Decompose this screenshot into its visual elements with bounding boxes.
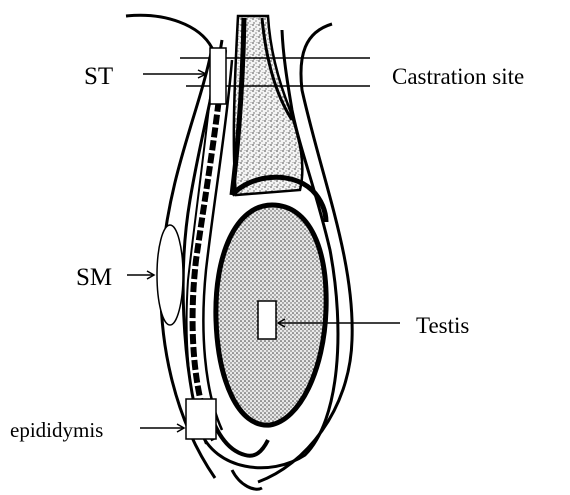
sm-leader: [127, 271, 154, 279]
label-st: ST: [84, 63, 113, 90]
st-leader: [143, 58, 210, 86]
st-marker-box: [210, 48, 226, 104]
epididymis-marker-box: [186, 399, 216, 439]
epididymis-leader: [140, 424, 184, 432]
label-castration-site: Castration site: [392, 64, 524, 89]
testis-marker-box: [258, 301, 276, 339]
label-sm: SM: [76, 264, 112, 291]
scrotal-ligament: [232, 470, 262, 489]
sm-ellipse: [157, 225, 183, 325]
label-testis: Testis: [416, 313, 469, 338]
label-epididymis: epididymis: [10, 418, 103, 442]
